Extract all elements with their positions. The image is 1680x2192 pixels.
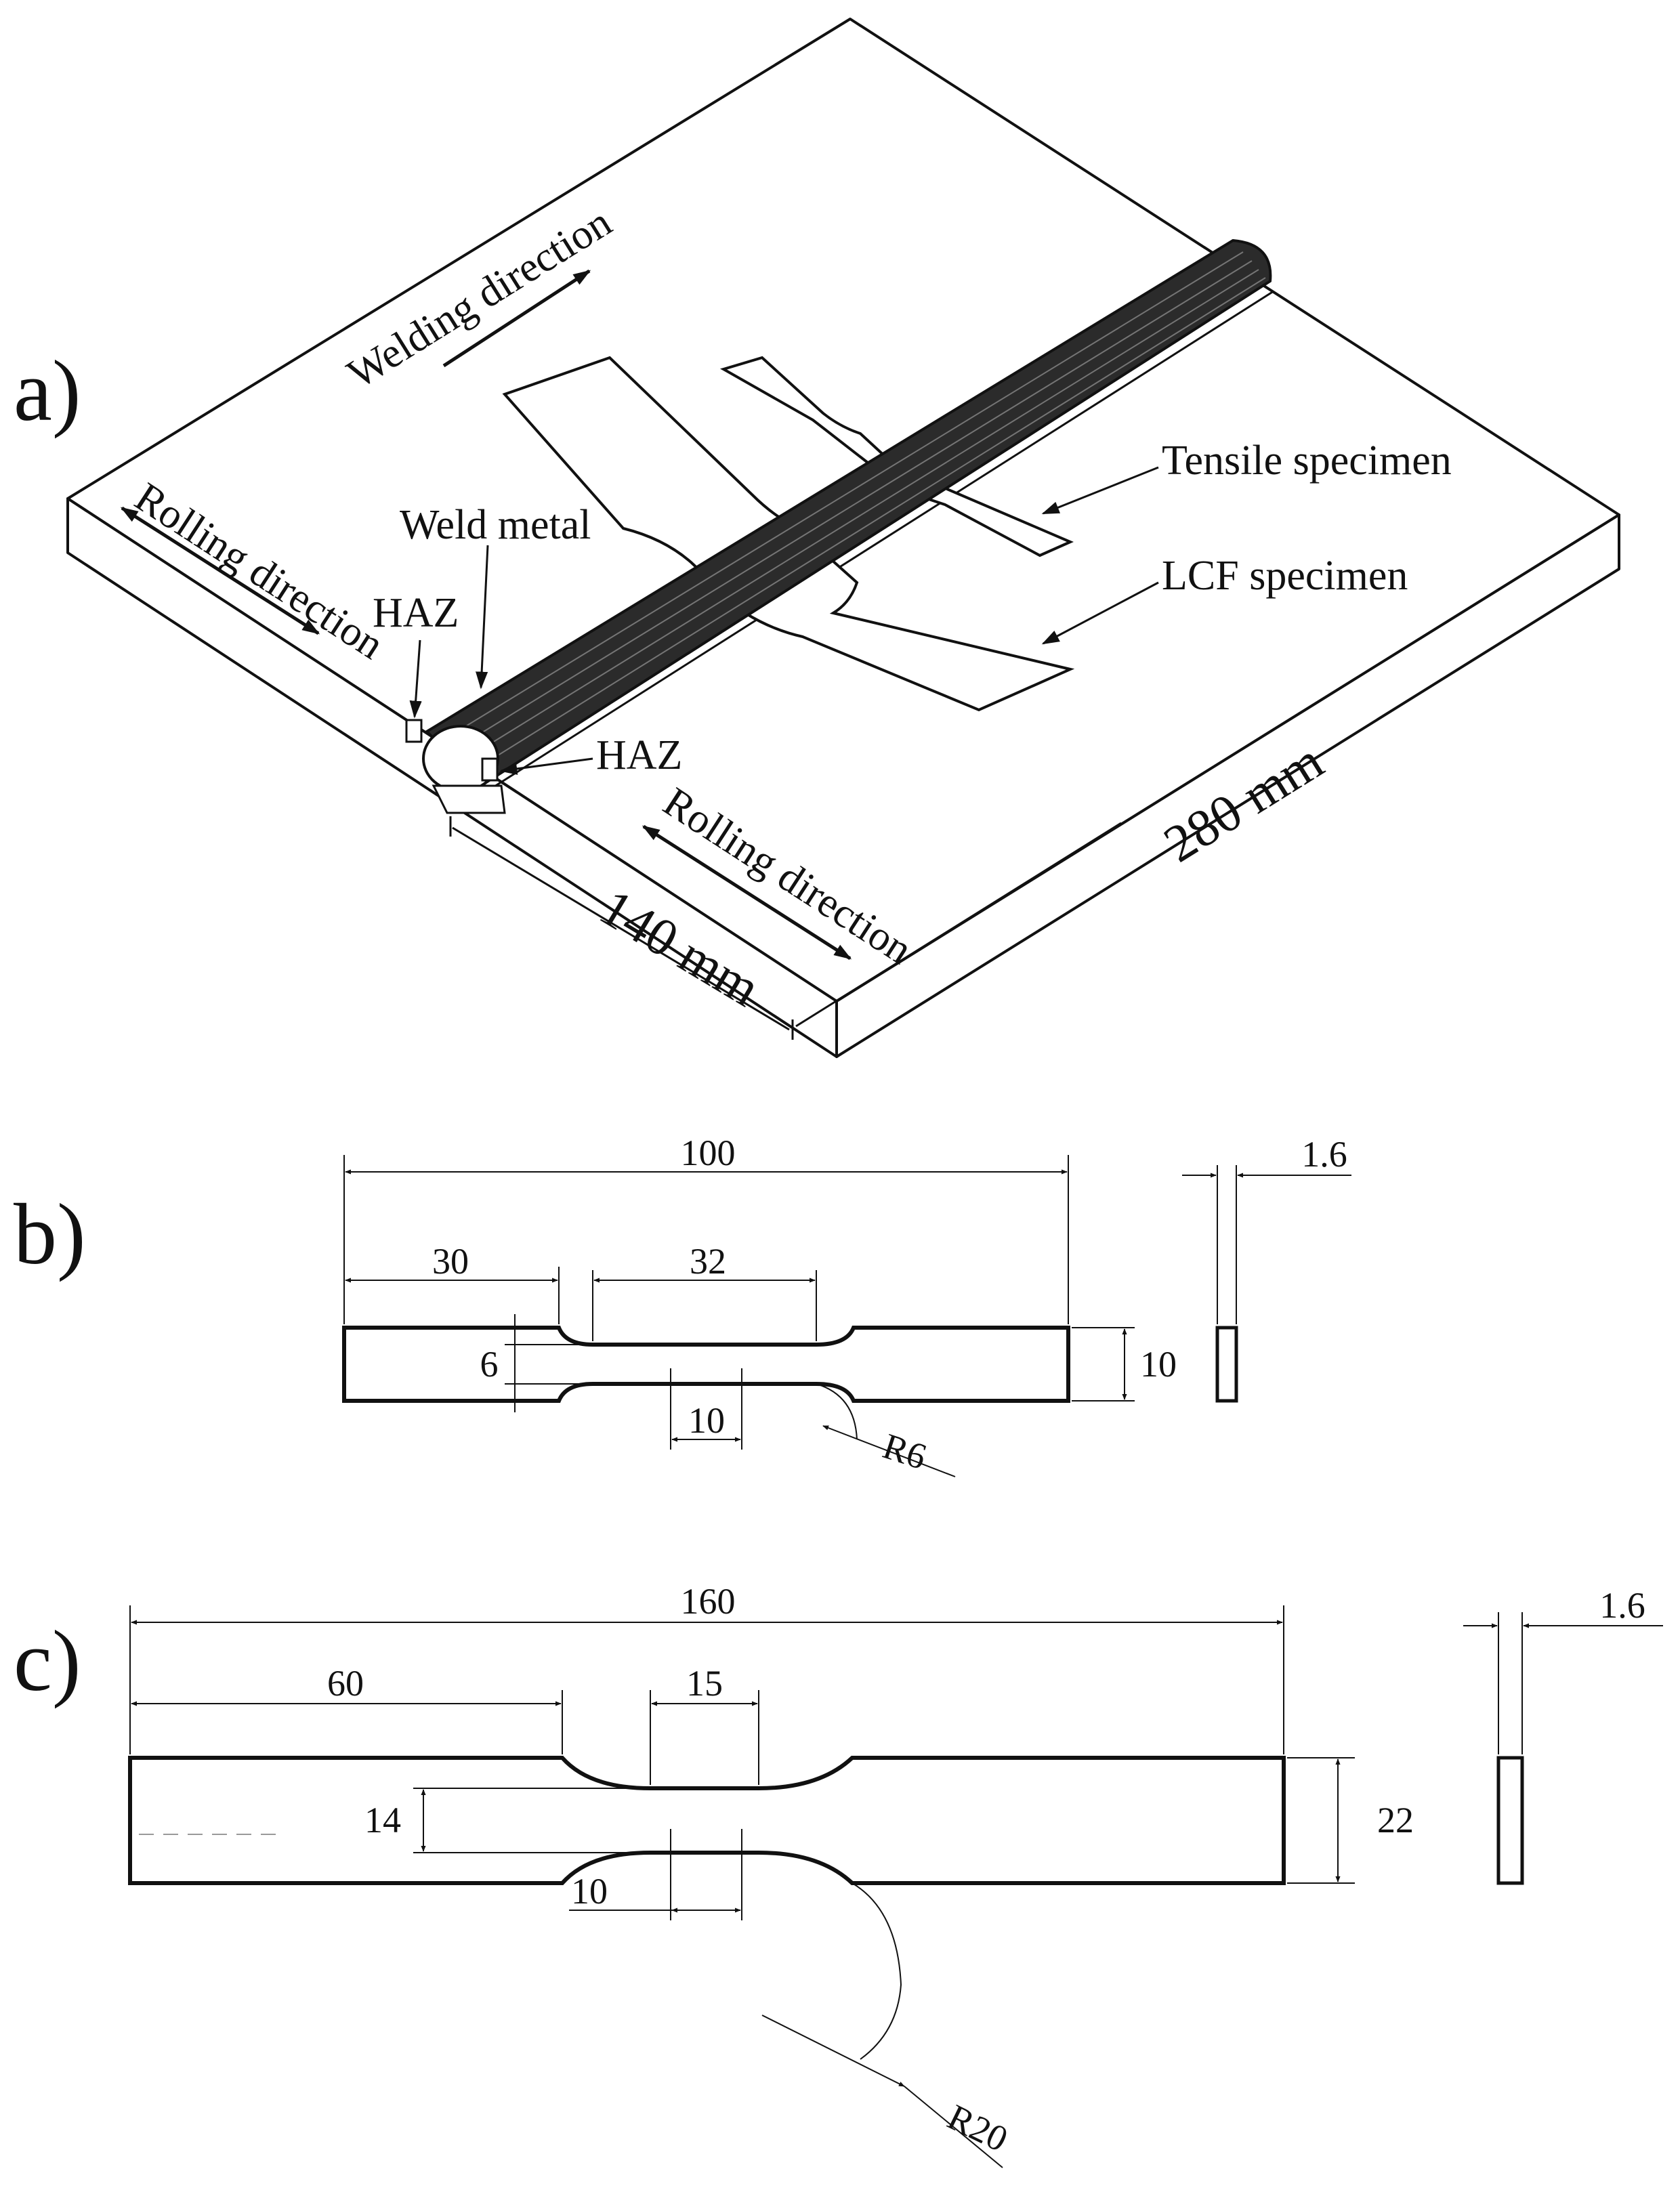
rolling-direction-left-arrow <box>120 506 320 635</box>
panel-c-label: c) <box>14 1613 81 1709</box>
b-grip-width-label: 10 <box>1140 1344 1177 1385</box>
c-grip-length-label: 60 <box>327 1663 364 1704</box>
b-radius-label: R6 <box>878 1425 931 1477</box>
length-dim-line-1 <box>795 822 1122 1028</box>
lcf-specimen-label: LCF specimen <box>1162 553 1408 599</box>
haz-right-leader <box>499 757 593 775</box>
length-dim-line-2 <box>1368 530 1593 672</box>
c-thickness-label: 1.6 <box>1599 1585 1645 1626</box>
lcf-specimen-drawing <box>128 1756 1286 1885</box>
c-radius-label: R20 <box>942 2096 1014 2159</box>
lcf-specimen-leader <box>1041 581 1159 645</box>
weld-backing <box>432 784 506 814</box>
c-parallel-length-label: 15 <box>686 1663 723 1704</box>
c-gauge-mark-label: 10 <box>571 1871 608 1912</box>
panel-b-label: b) <box>14 1186 86 1282</box>
c-radius-leader <box>761 2015 905 2087</box>
haz-box-right <box>481 757 499 782</box>
b-parallel-length-label: 32 <box>690 1241 726 1282</box>
panel-b: b) 100 30 32 6 10 10 R6 <box>14 1133 1351 1477</box>
b-side-view <box>1215 1326 1238 1403</box>
haz-right-label: HAZ <box>596 732 682 778</box>
rolling-direction-right-arrow <box>642 824 852 961</box>
weld-metal-leader <box>476 545 489 690</box>
tensile-specimen-leader <box>1041 466 1159 515</box>
b-grip-length-label: 30 <box>432 1241 469 1282</box>
b-overall-length-label: 100 <box>681 1133 736 1173</box>
b-thickness-label: 1.6 <box>1301 1134 1347 1175</box>
tensile-specimen-drawing <box>342 1326 1070 1403</box>
panel-c: c) 160 60 15 14 22 10 <box>14 1581 1663 2168</box>
plate-right-face <box>835 513 1620 1058</box>
tensile-specimen-label: Tensile specimen <box>1162 438 1452 484</box>
weld-metal-label: Weld metal <box>400 502 591 548</box>
c-overall-length-label: 160 <box>681 1581 736 1622</box>
weld-bead-body <box>424 238 1272 788</box>
b-gauge-mark-label: 10 <box>688 1400 725 1441</box>
c-side-view <box>1496 1756 1524 1885</box>
c-gauge-width-label: 14 <box>364 1800 401 1840</box>
haz-box-left <box>405 719 423 743</box>
panel-a-label: a) <box>14 343 81 439</box>
c-radius-leader-ext <box>904 2086 1003 2168</box>
welding-direction-arrow <box>442 269 591 368</box>
weld-bead <box>405 238 1272 814</box>
b-radius-arc <box>816 1383 858 1440</box>
haz-left-leader <box>409 639 422 719</box>
c-grip-width-label: 22 <box>1377 1800 1414 1840</box>
plate-joint-line <box>474 290 1274 801</box>
b-radius-leader <box>822 1425 956 1477</box>
panel-a: a) Welding direction <box>14 18 1620 1058</box>
b-gauge-width-label: 6 <box>480 1344 499 1385</box>
c-radius-arc <box>852 1882 902 2060</box>
haz-left-label: HAZ <box>373 590 459 636</box>
width-dim-line <box>452 826 790 1031</box>
